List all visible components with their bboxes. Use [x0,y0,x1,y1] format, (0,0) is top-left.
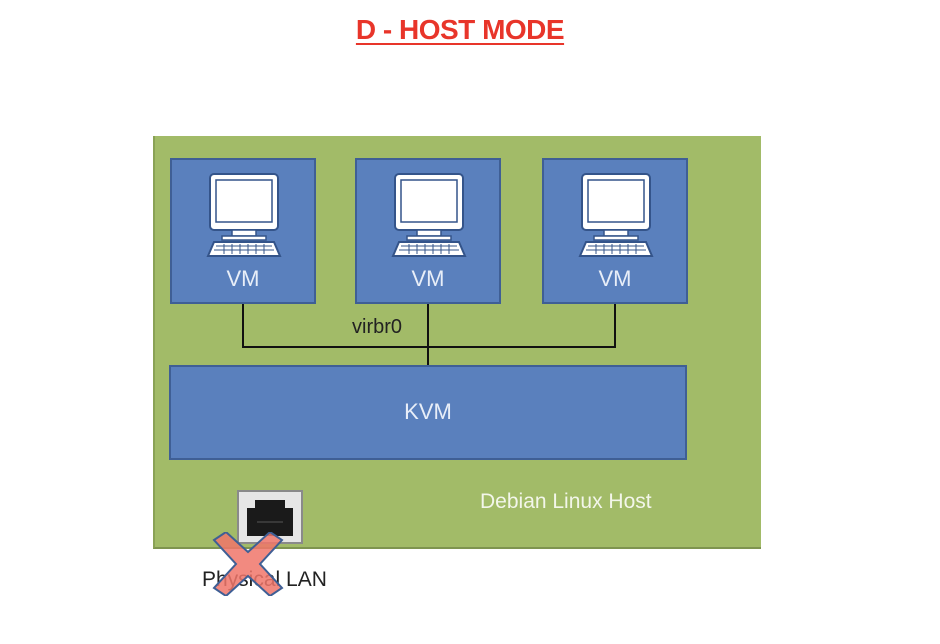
computer-icon [578,173,654,257]
ethernet-port-icon [237,490,303,544]
kvm-label: KVM [404,399,452,424]
vm-label: VM [226,266,260,291]
vm-label: VM [411,266,445,291]
vm-box-1: VM [170,158,316,304]
kvm-box: KVM [169,365,687,460]
vm-label: VM [598,266,632,291]
vm1-link-line [242,304,244,348]
diagram-title: D - HOST MODE [355,14,565,45]
vm2-kvm-link-line [427,304,429,366]
host-label: Debian Linux Host [480,490,652,513]
disconnected-x-icon [212,532,284,596]
vm-box-3: VM [542,158,688,304]
computer-icon [206,173,282,257]
bridge-label: virbr0 [352,316,403,338]
bridge-line [242,346,616,348]
vm3-link-line [614,304,616,348]
vm-box-2: VM [355,158,501,304]
computer-icon [391,173,467,257]
